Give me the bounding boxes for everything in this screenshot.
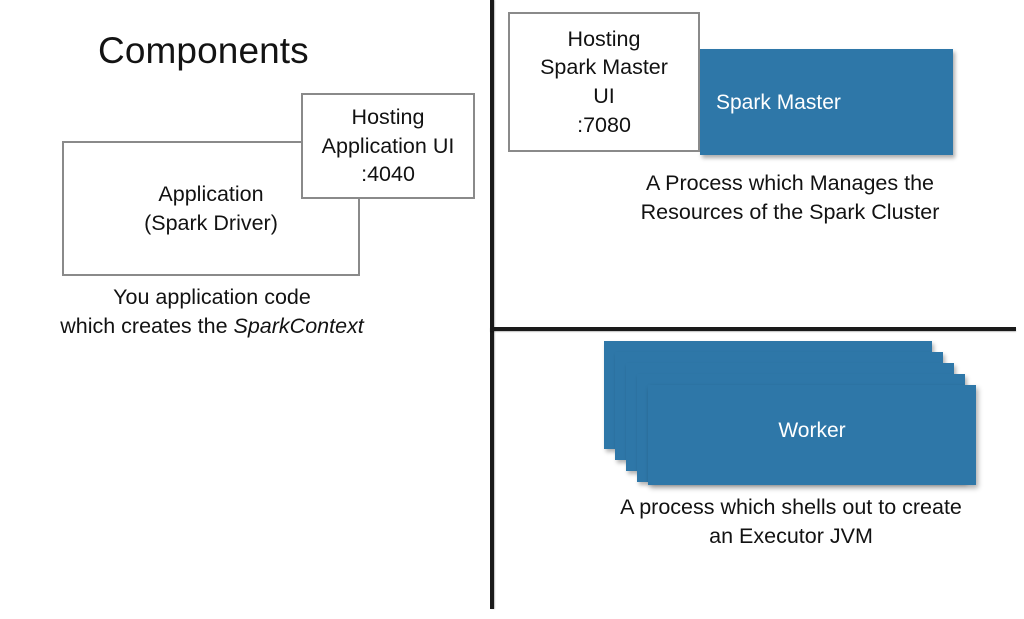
hosting-spark-master-ui-box: Hosting Spark Master UI :7080 <box>508 12 700 152</box>
hosting-application-ui-line-2: Application UI <box>321 133 455 158</box>
page-title: Components <box>98 30 309 71</box>
worker-process-label: Worker <box>778 419 846 442</box>
spark-master-caption-line-2: Resources of the Spark Cluster <box>640 199 940 224</box>
spark-master-process-label: Spark Master <box>716 91 841 114</box>
application-driver-line-2: (Spark Driver) <box>144 210 278 235</box>
hosting-spark-master-ui-line-2: Spark Master <box>540 55 668 80</box>
horizontal-divider <box>490 327 1016 331</box>
application-driver-line-1: Application <box>158 181 264 206</box>
spark-master-process-box: Spark Master <box>700 49 953 155</box>
hosting-application-ui-port: :4040 <box>361 162 415 187</box>
driver-caption-sparkcontext: SparkContext <box>233 313 364 338</box>
hosting-spark-master-ui-port: :7080 <box>577 112 631 137</box>
driver-caption-line-2-prefix: which creates the <box>60 313 234 338</box>
hosting-spark-master-ui-line-3: UI <box>593 84 615 108</box>
worker-caption-line-1: A process which shells out to create <box>620 495 962 519</box>
worker-process-box: Worker <box>648 385 976 485</box>
spark-master-caption: A Process which Manages the Resources of… <box>570 169 1010 226</box>
driver-caption: You application code which creates the S… <box>12 283 412 340</box>
driver-caption-line-1: You application code <box>113 285 311 309</box>
worker-caption-line-2: an Executor JVM <box>709 523 873 548</box>
hosting-spark-master-ui-line-1: Hosting <box>567 26 641 51</box>
vertical-divider <box>490 0 494 609</box>
hosting-application-ui-box: Hosting Application UI :4040 <box>301 93 475 199</box>
hosting-application-ui-line-1: Hosting <box>351 105 425 130</box>
spark-master-caption-line-1: A Process which Manages the <box>645 171 934 195</box>
worker-caption: A process which shells out to create an … <box>566 493 1016 550</box>
